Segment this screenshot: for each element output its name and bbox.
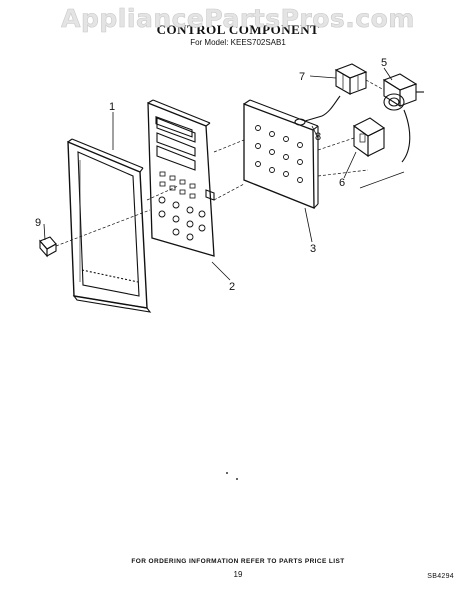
callout-6: 6 (339, 177, 345, 189)
scan-artifact (226, 472, 228, 474)
part-6-relay[interactable] (352, 117, 386, 158)
page-number: 19 (233, 570, 243, 579)
callout-9: 9 (35, 217, 41, 229)
model-number: For Model: KEES702SAB1 (190, 38, 286, 47)
ordering-note: FOR ORDERING INFORMATION REFER TO PARTS … (131, 558, 345, 565)
watermark: AppliancePartsPros.com (61, 4, 415, 34)
diagram-code: SB4294 (427, 573, 454, 580)
part-9-knob[interactable] (39, 236, 57, 258)
callout-5: 5 (381, 57, 387, 69)
part-5-motor[interactable] (382, 73, 424, 163)
diagram-title: CONTROL COMPONENT (156, 22, 320, 37)
part-1-door-frame[interactable] (67, 138, 152, 313)
part-2-control-panel[interactable] (147, 99, 215, 257)
part-7-transformer[interactable] (334, 63, 368, 95)
part-3-circuit-board[interactable] (243, 99, 319, 209)
callout-7: 7 (299, 71, 305, 83)
callout-1: 1 (109, 101, 115, 113)
callout-2: 2 (229, 281, 235, 293)
callout-8: 8 (315, 131, 321, 143)
part-8-connector[interactable] (294, 95, 341, 126)
scan-artifact (236, 478, 238, 480)
callout-3: 3 (310, 243, 316, 255)
